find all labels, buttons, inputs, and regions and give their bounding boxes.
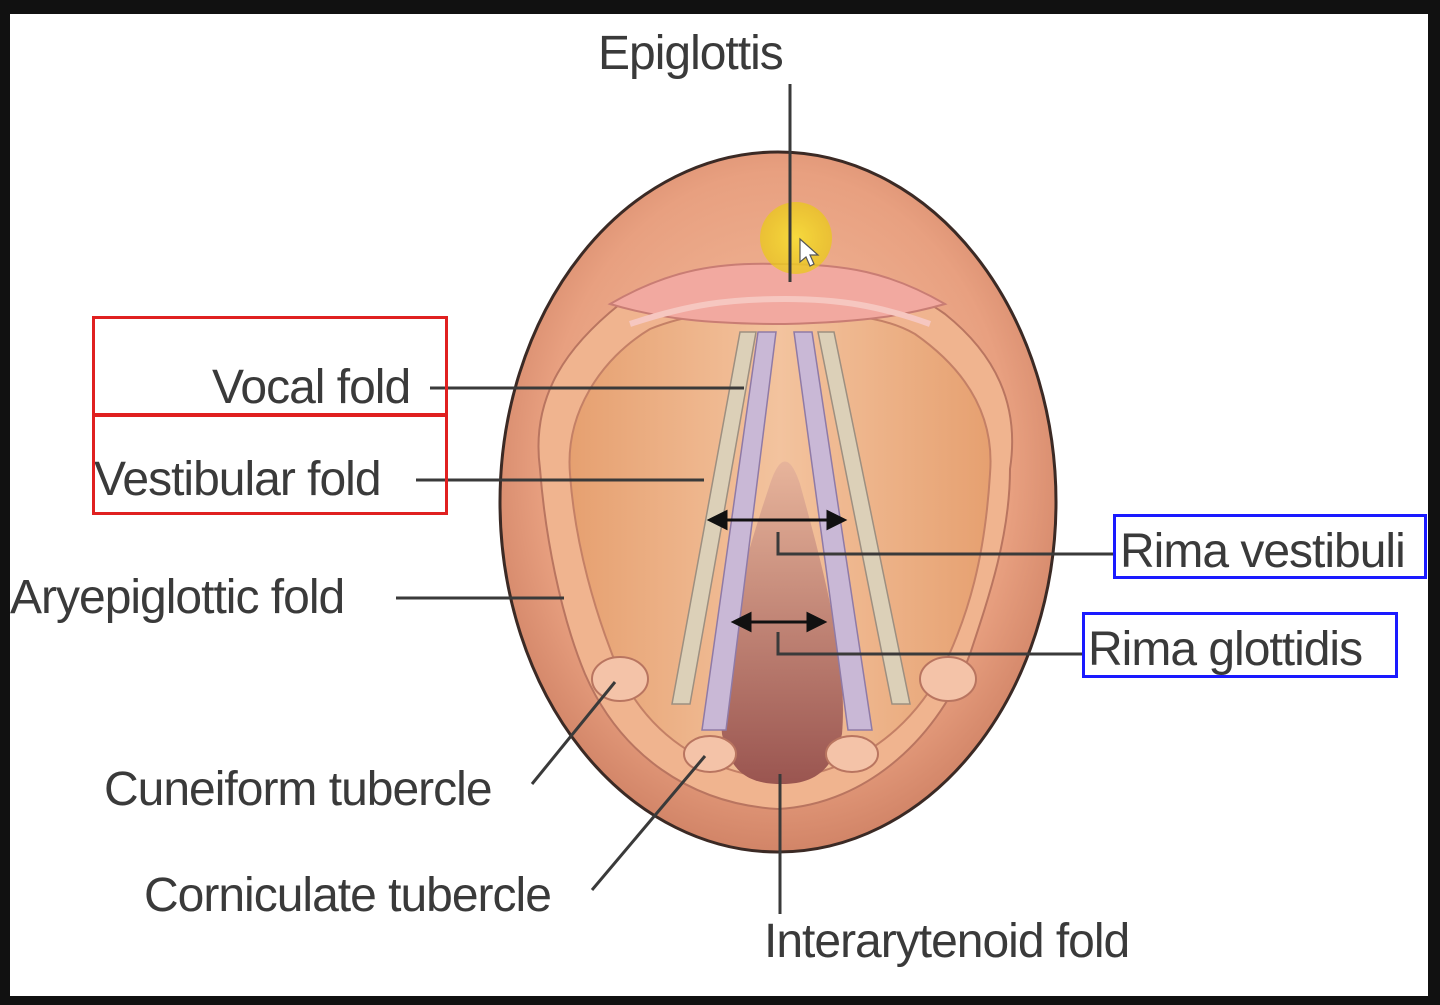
- label-rima-glottidis: Rima glottidis: [1088, 623, 1363, 676]
- highlight-box-vestibular-fold[interactable]: [92, 414, 448, 515]
- label-corniculate-tubercle: Corniculate tubercle: [144, 869, 552, 922]
- rima-glottidis-arrow: [730, 611, 828, 633]
- leader-lines: [396, 84, 1114, 914]
- label-rima-vestibuli: Rima vestibuli: [1120, 525, 1406, 578]
- vestibular-fold-right: [817, 331, 911, 705]
- cuneiform-tubercle-left: [591, 656, 649, 702]
- highlight-box-rima-vestibuli[interactable]: [1113, 514, 1427, 579]
- leader-corniculate-tubercle: [590, 755, 707, 891]
- corniculate-tubercle-left: [683, 735, 737, 773]
- vocal-fold-right: [793, 331, 873, 731]
- label-epiglottis: Epiglottis: [598, 27, 784, 80]
- larynx-illustration: [396, 84, 1114, 914]
- leader-cuneiform-tubercle: [530, 681, 617, 785]
- diagram-canvas: Epiglottis Vocal fold Vestibular fold Ar…: [10, 14, 1428, 996]
- cuneiform-tubercle-right: [919, 656, 977, 702]
- rima-vestibuli-arrow: [706, 509, 848, 531]
- label-vocal-fold: Vocal fold: [212, 361, 411, 414]
- label-cuneiform-tubercle: Cuneiform tubercle: [104, 763, 493, 816]
- vocal-fold-left: [701, 331, 777, 731]
- highlight-box-rima-glottidis[interactable]: [1082, 612, 1398, 678]
- cursor-highlight: [760, 202, 832, 274]
- mouse-cursor-icon: [799, 237, 820, 267]
- highlight-box-vocal-fold[interactable]: [92, 316, 448, 416]
- corniculate-tubercle-right: [825, 735, 879, 773]
- leader-rima-glottidis: [776, 632, 1084, 656]
- label-interarytenoid-fold: Interarytenoid fold: [764, 915, 1130, 968]
- label-vestibular-fold: Vestibular fold: [94, 453, 382, 506]
- label-aryepiglottic-fold: Aryepiglottic fold: [10, 571, 345, 624]
- leader-rima-vestibuli: [776, 532, 1114, 556]
